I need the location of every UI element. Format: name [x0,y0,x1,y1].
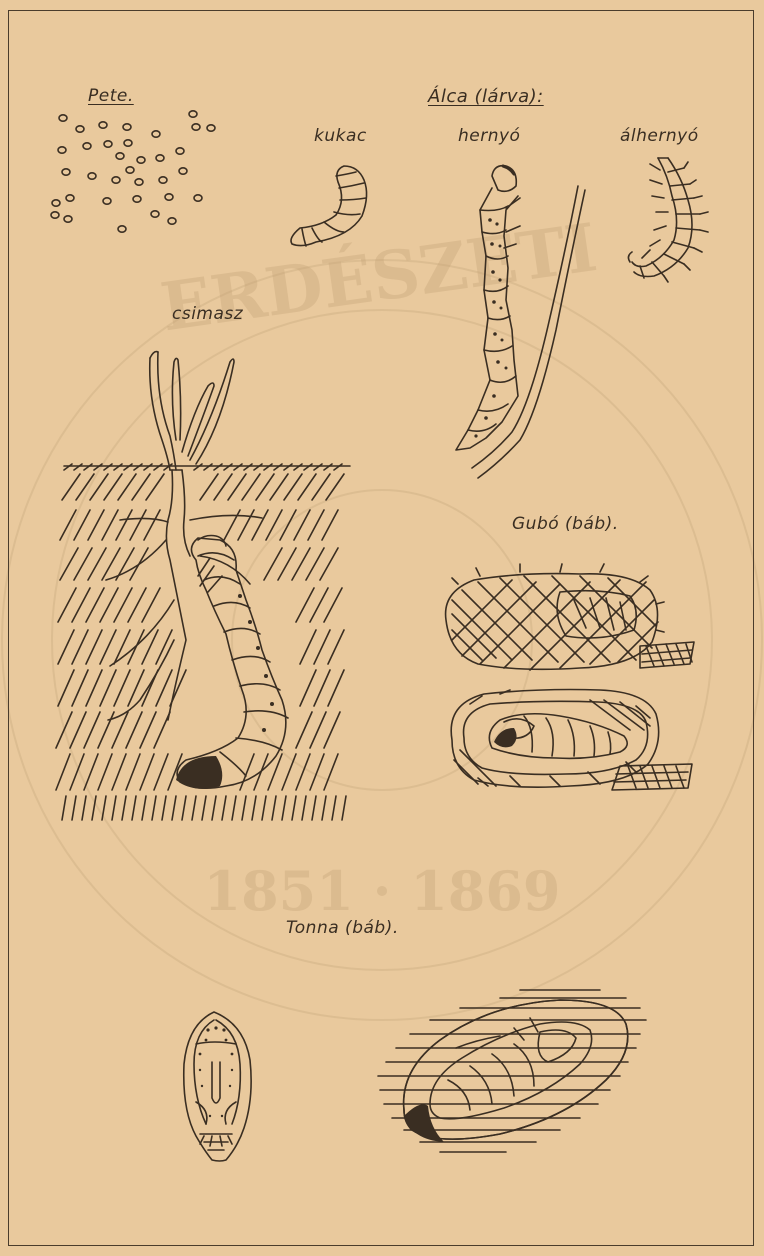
label-cocoon: Gubó (báb). [512,514,619,534]
plate-frame [8,10,754,1246]
label-caterpillar: hernyó [458,126,520,146]
label-grub: csimasz [172,304,243,324]
label-larva-heading: Álca (lárva): [428,86,544,107]
label-false-caterpillar: álhernyó [620,126,699,146]
label-egg: Pete. [88,86,134,106]
label-puparium: Tonna (báb). [286,918,399,938]
label-maggot: kukac [314,126,367,146]
